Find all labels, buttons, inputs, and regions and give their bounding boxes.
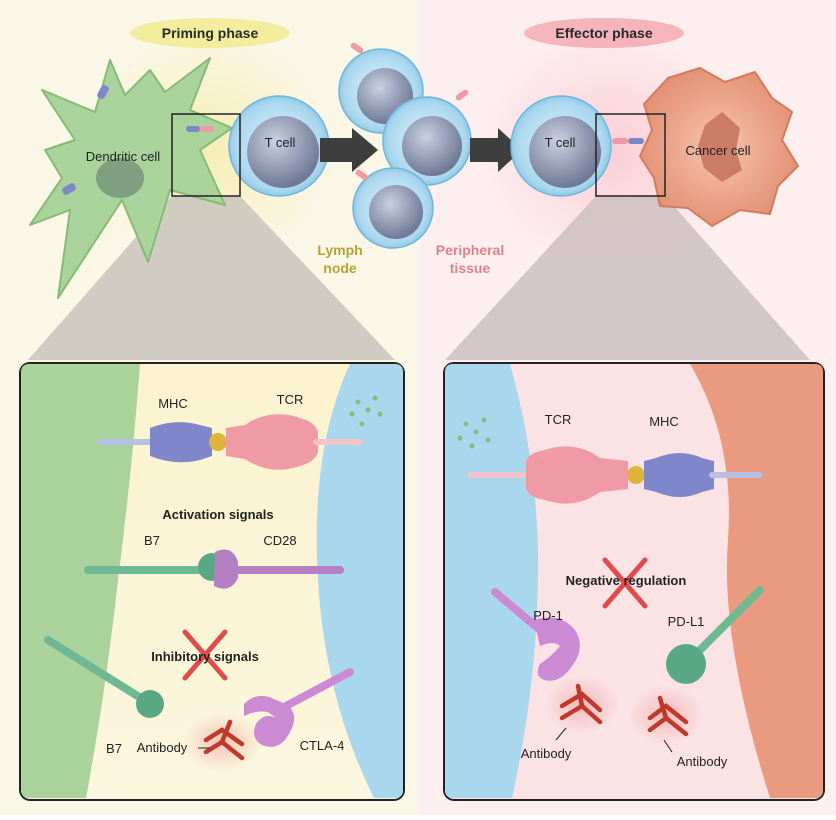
t-cell-right-label: T cell: [545, 135, 576, 150]
left-tcr-label: TCR: [277, 392, 304, 407]
left-tcr-shape: [226, 414, 318, 470]
left-dendritic-membrane: [21, 364, 140, 798]
dendritic-cell: [29, 57, 233, 299]
left-inhibit-cross-b: [182, 629, 228, 681]
effector-pill: [524, 18, 684, 48]
right-detail-panel: [443, 362, 825, 801]
right-box-tcr-mini: [612, 138, 628, 144]
right-antibody-left-label: Antibody: [521, 746, 572, 761]
dendritic-receptors: [62, 85, 214, 195]
t-cell-left: [228, 95, 330, 197]
cancer-cell-label: Cancer cell: [685, 143, 750, 158]
priming-pill: [130, 18, 290, 48]
pd1-label: PD-1: [533, 608, 563, 623]
peripheral-tissue-label-line1: Peripheral: [436, 242, 504, 258]
left-antigen: [209, 433, 227, 451]
left-mhc-label: MHC: [158, 396, 188, 411]
right-mhc-label: MHC: [649, 414, 679, 429]
negative-regulation-label: Negative regulation: [566, 573, 687, 588]
left-zoom-box: [171, 113, 241, 197]
right-cancer-membrane: [690, 364, 823, 798]
left-b7-bottom-head: [136, 690, 164, 718]
right-tcr-label: TCR: [545, 412, 572, 427]
right-box-mhc-mini: [628, 138, 644, 144]
left-tcell-membrane: [316, 364, 403, 798]
effector-phase-title: Effector phase: [555, 25, 652, 41]
cancer-cell: [639, 67, 799, 227]
left-b7-top-label: B7: [144, 533, 160, 548]
priming-phase-title: Priming phase: [162, 25, 259, 41]
lymph-node-label-line1: Lymph: [317, 242, 362, 258]
dendritic-nucleus: [96, 158, 144, 198]
right-mhc-shape: [644, 453, 714, 497]
arrow-to-effector: [470, 128, 522, 172]
right-negative-cross-b: [602, 557, 648, 609]
pdl1-label: PD-L1: [668, 614, 705, 629]
left-antibody-shape: [203, 719, 245, 761]
inhibitory-signals-label: Inhibitory signals: [151, 649, 259, 664]
left-antibody-label: Antibody: [137, 740, 188, 755]
left-detail-panel: [19, 362, 405, 801]
right-antigen: [627, 466, 645, 484]
right-antibody-left-shape: [559, 683, 603, 725]
right-tcell-membrane: [445, 364, 539, 798]
lymph-node-label-line2: node: [323, 260, 357, 276]
right-antibody-right-label: Antibody: [677, 754, 728, 769]
dendritic-cell-label: Dendritic cell: [86, 149, 161, 164]
left-cd28-head: [214, 549, 238, 589]
left-zoom-funnel: [28, 196, 395, 360]
right-tcr-shape: [526, 446, 628, 504]
right-zoom-box: [595, 113, 666, 197]
left-mhc-shape: [150, 422, 212, 463]
right-antibody-right-shape: [647, 695, 689, 737]
right-zoom-funnel: [445, 196, 810, 360]
activation-signals-label: Activation signals: [162, 507, 273, 522]
cancer-nucleus: [698, 112, 742, 182]
t-cell-right: [510, 95, 612, 197]
ctla4-label: CTLA-4: [300, 738, 345, 753]
pd1-shape: [534, 617, 580, 681]
left-b7-bottom-label: B7: [106, 741, 122, 756]
arrow-to-proliferation: [320, 128, 378, 172]
pdl1-head: [666, 644, 706, 684]
t-cell-left-label: T cell: [265, 135, 296, 150]
proliferating-t-cells: [338, 42, 472, 249]
peripheral-tissue-label-line2: tissue: [450, 260, 491, 276]
cd28-label: CD28: [263, 533, 296, 548]
